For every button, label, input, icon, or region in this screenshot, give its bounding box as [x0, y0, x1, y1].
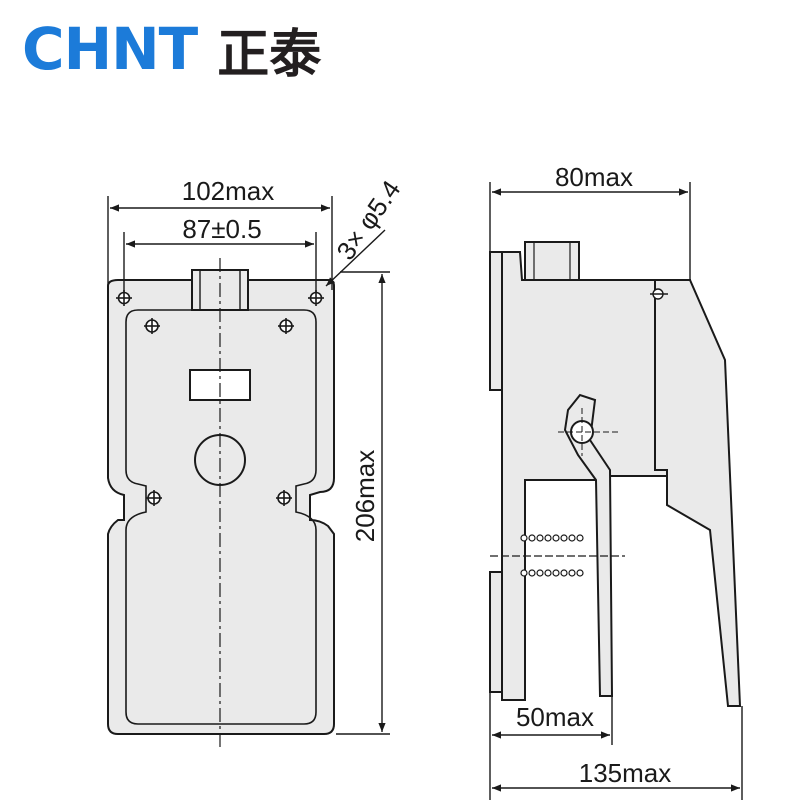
side-top-knob — [524, 241, 580, 281]
holes-label: 3× φ5.4 — [330, 175, 406, 266]
front-cover-outline — [125, 309, 317, 725]
side-dimensions — [489, 182, 743, 800]
front-height-label: 206max — [350, 450, 380, 543]
return-spring — [490, 534, 625, 577]
side-guard-front — [654, 279, 742, 707]
logo-latin-text: CHNT — [22, 15, 198, 83]
chnt-logo: CHNT 正泰 — [22, 14, 322, 85]
front-housing-outline — [107, 279, 335, 735]
side-depth-top-label: 80max — [555, 162, 633, 192]
hole-spacing-label: 87±0.5 — [182, 214, 261, 244]
front-screws — [116, 290, 324, 506]
logo-chinese-text: 正泰 — [217, 24, 322, 85]
base-plate-lower — [489, 571, 503, 693]
pedal-width-label: 50max — [516, 702, 594, 732]
base-plate-upper — [489, 251, 503, 391]
side-view — [489, 241, 742, 707]
front-width-label: 102max — [182, 176, 275, 206]
front-view — [107, 258, 335, 748]
front-dimensions — [107, 196, 390, 735]
total-depth-label: 135max — [579, 758, 672, 788]
hole-leader-line — [325, 229, 386, 287]
